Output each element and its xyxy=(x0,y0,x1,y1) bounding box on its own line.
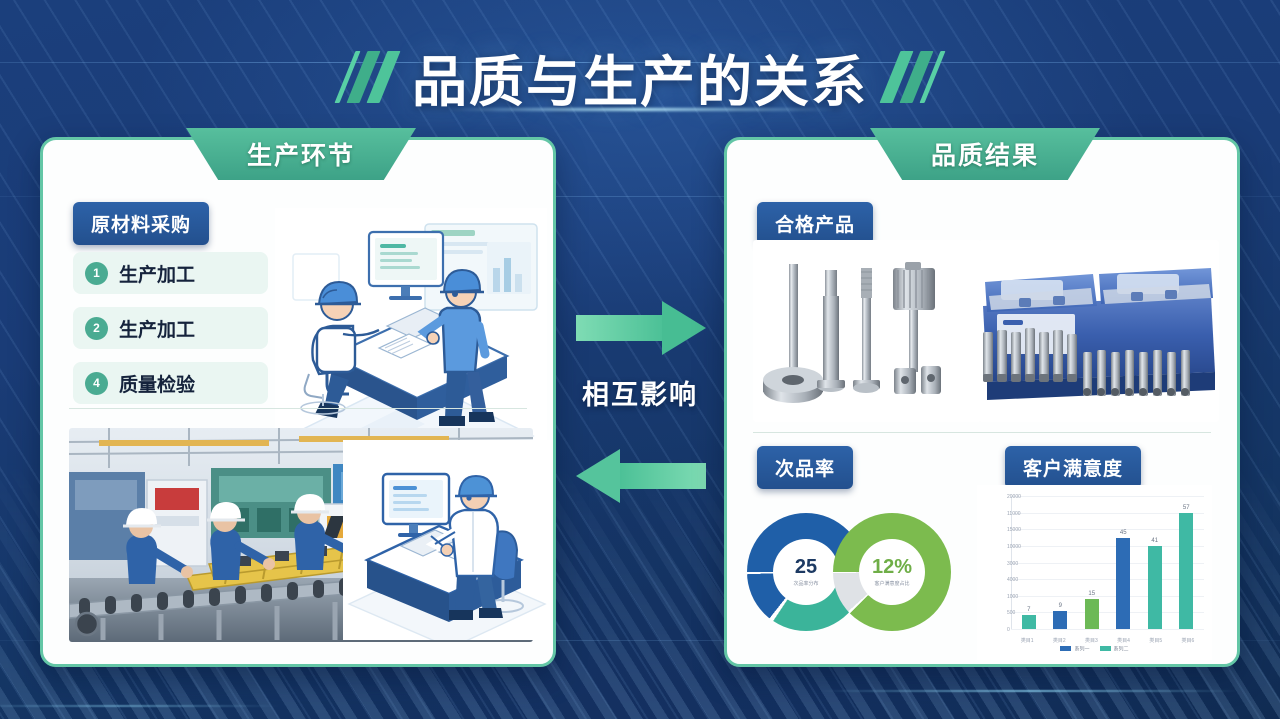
production-panel: 生产环节 原材料采购 1 生产加工 2 生产加工 4 质量检验 xyxy=(40,128,556,667)
relation-label: 相互影响 xyxy=(582,380,698,410)
bar-chart-plot-area: 050010004000300010000150001100020000 791… xyxy=(1007,494,1204,633)
photo-precision-metal-parts xyxy=(753,240,981,422)
bar xyxy=(1147,545,1162,629)
gridline xyxy=(1011,595,1204,597)
title-decoration-right xyxy=(879,51,946,103)
x-tick-label: 类目4 xyxy=(1117,638,1130,644)
bar xyxy=(1053,610,1068,629)
x-tick-label: 类目5 xyxy=(1149,638,1163,644)
arrow-right-icon xyxy=(576,301,706,355)
x-tick-label: 类目1 xyxy=(1020,638,1034,644)
bar-chart-bars: 7 9 15 45 41 57 xyxy=(1013,497,1202,629)
arrow-shaft xyxy=(618,463,706,489)
gridline xyxy=(1011,612,1204,614)
gridline xyxy=(1011,579,1204,581)
title-decoration-left xyxy=(334,51,401,103)
legend-label: 系列一 xyxy=(1074,646,1090,653)
quality-panel-banner: 品质结果 xyxy=(870,128,1100,180)
panel-divider xyxy=(753,432,1211,433)
bar-column: 15 xyxy=(1084,497,1099,629)
step-label: 生产加工 xyxy=(119,264,196,286)
donut-value: 25 xyxy=(794,556,818,579)
panel-divider xyxy=(69,408,527,409)
badge-defect-rate[interactable]: 次品率 xyxy=(757,446,854,489)
production-panel-banner: 生产环节 xyxy=(186,128,416,180)
list-item[interactable]: 1 生产加工 xyxy=(73,252,268,294)
donut-center: 12% 客户满意度占比 xyxy=(859,539,925,605)
legend-item: 系列二 xyxy=(1099,640,1129,658)
bar-column: 57 xyxy=(1179,497,1194,629)
bar xyxy=(1021,614,1036,629)
background-glow-line xyxy=(0,705,280,707)
list-item[interactable]: 2 生产加工 xyxy=(73,307,268,349)
gridline xyxy=(1011,545,1204,547)
bar-chart-customer-satisfaction: 050010004000300010000150001100020000 791… xyxy=(977,485,1212,660)
legend-swatch xyxy=(1060,646,1072,652)
production-step-list: 1 生产加工 2 生产加工 4 质量检验 xyxy=(73,252,268,417)
legend-label: 系列二 xyxy=(1113,646,1129,653)
illustration-inspector-at-desk xyxy=(343,440,551,640)
donut-center: 25 次品率分布 xyxy=(773,539,839,605)
bar-column: 45 xyxy=(1116,497,1131,629)
badge-customer-satisfaction[interactable]: 客户满意度 xyxy=(1005,446,1142,489)
arrow-left-icon xyxy=(576,449,706,503)
bar-chart-legend: 系列一 系列二 xyxy=(977,640,1212,658)
arrow-shaft xyxy=(576,315,664,341)
donut-sublabel: 次品率分布 xyxy=(793,581,819,588)
bar xyxy=(1084,598,1099,629)
background-glow-line xyxy=(820,690,1240,692)
page-title: 品质与生产的关系 xyxy=(411,51,868,113)
step-label: 生产加工 xyxy=(119,319,196,341)
background-streak xyxy=(0,62,1280,63)
bar-column: 7 xyxy=(1021,497,1036,629)
badge-raw-material-purchase[interactable]: 原材料采购 xyxy=(73,202,210,245)
donut-value: 12% xyxy=(871,556,913,579)
bar-value-label: 41 xyxy=(1151,537,1159,544)
donut-charts-group: 25 次品率分布 12% 客户满意度占比 xyxy=(747,495,967,655)
center-relation-group: 相互影响 xyxy=(556,137,724,667)
bar-value-label: 15 xyxy=(1088,590,1096,597)
donut-chart-defect-rate: 25 次品率分布 xyxy=(747,513,865,631)
bar-value-label: 9 xyxy=(1058,602,1062,609)
background-streak xyxy=(0,196,1280,197)
bar xyxy=(1179,513,1194,629)
bar-chart-y-axis xyxy=(1011,497,1012,630)
list-item[interactable]: 4 质量检验 xyxy=(73,362,268,404)
bar-column: 41 xyxy=(1147,497,1162,629)
title-underglow xyxy=(445,108,835,111)
bar-value-label: 45 xyxy=(1119,529,1127,536)
gridline xyxy=(1011,562,1204,564)
photo-blue-toolbox-with-tools xyxy=(979,240,1219,422)
step-number: 1 xyxy=(85,261,108,285)
step-number: 2 xyxy=(85,316,108,340)
step-number: 4 xyxy=(85,371,108,395)
slide-title-row: 品质与生产的关系 xyxy=(0,34,1280,120)
bar-chart-x-tick-labels: 类目1 类目2 类目3 类目4 类目5 类目6 xyxy=(1011,637,1204,644)
legend-item: 系列一 xyxy=(1060,640,1090,658)
x-tick-label: 类目2 xyxy=(1052,638,1066,644)
gridline xyxy=(1011,512,1204,514)
background-streak xyxy=(0,640,1280,641)
x-tick-label: 类目6 xyxy=(1181,638,1195,644)
quality-panel: 品质结果 合格产品 xyxy=(724,128,1240,667)
badge-qualified-products[interactable]: 合格产品 xyxy=(757,202,874,245)
gridline xyxy=(1011,529,1204,531)
donut-sublabel: 客户满意度占比 xyxy=(874,581,910,588)
bar-column: 9 xyxy=(1053,497,1068,629)
donut-chart-satisfaction: 12% 客户满意度占比 xyxy=(833,513,951,631)
bar-value-label: 7 xyxy=(1027,606,1031,613)
bar-value-label: 57 xyxy=(1182,505,1190,512)
legend-swatch xyxy=(1099,646,1111,652)
arrow-head xyxy=(662,301,706,355)
step-label: 质量检验 xyxy=(119,374,196,396)
x-tick-label: 类目3 xyxy=(1085,638,1098,644)
gridline xyxy=(1011,629,1204,630)
arrow-head xyxy=(576,449,620,503)
bar xyxy=(1116,537,1131,629)
gridline xyxy=(1011,496,1204,497)
